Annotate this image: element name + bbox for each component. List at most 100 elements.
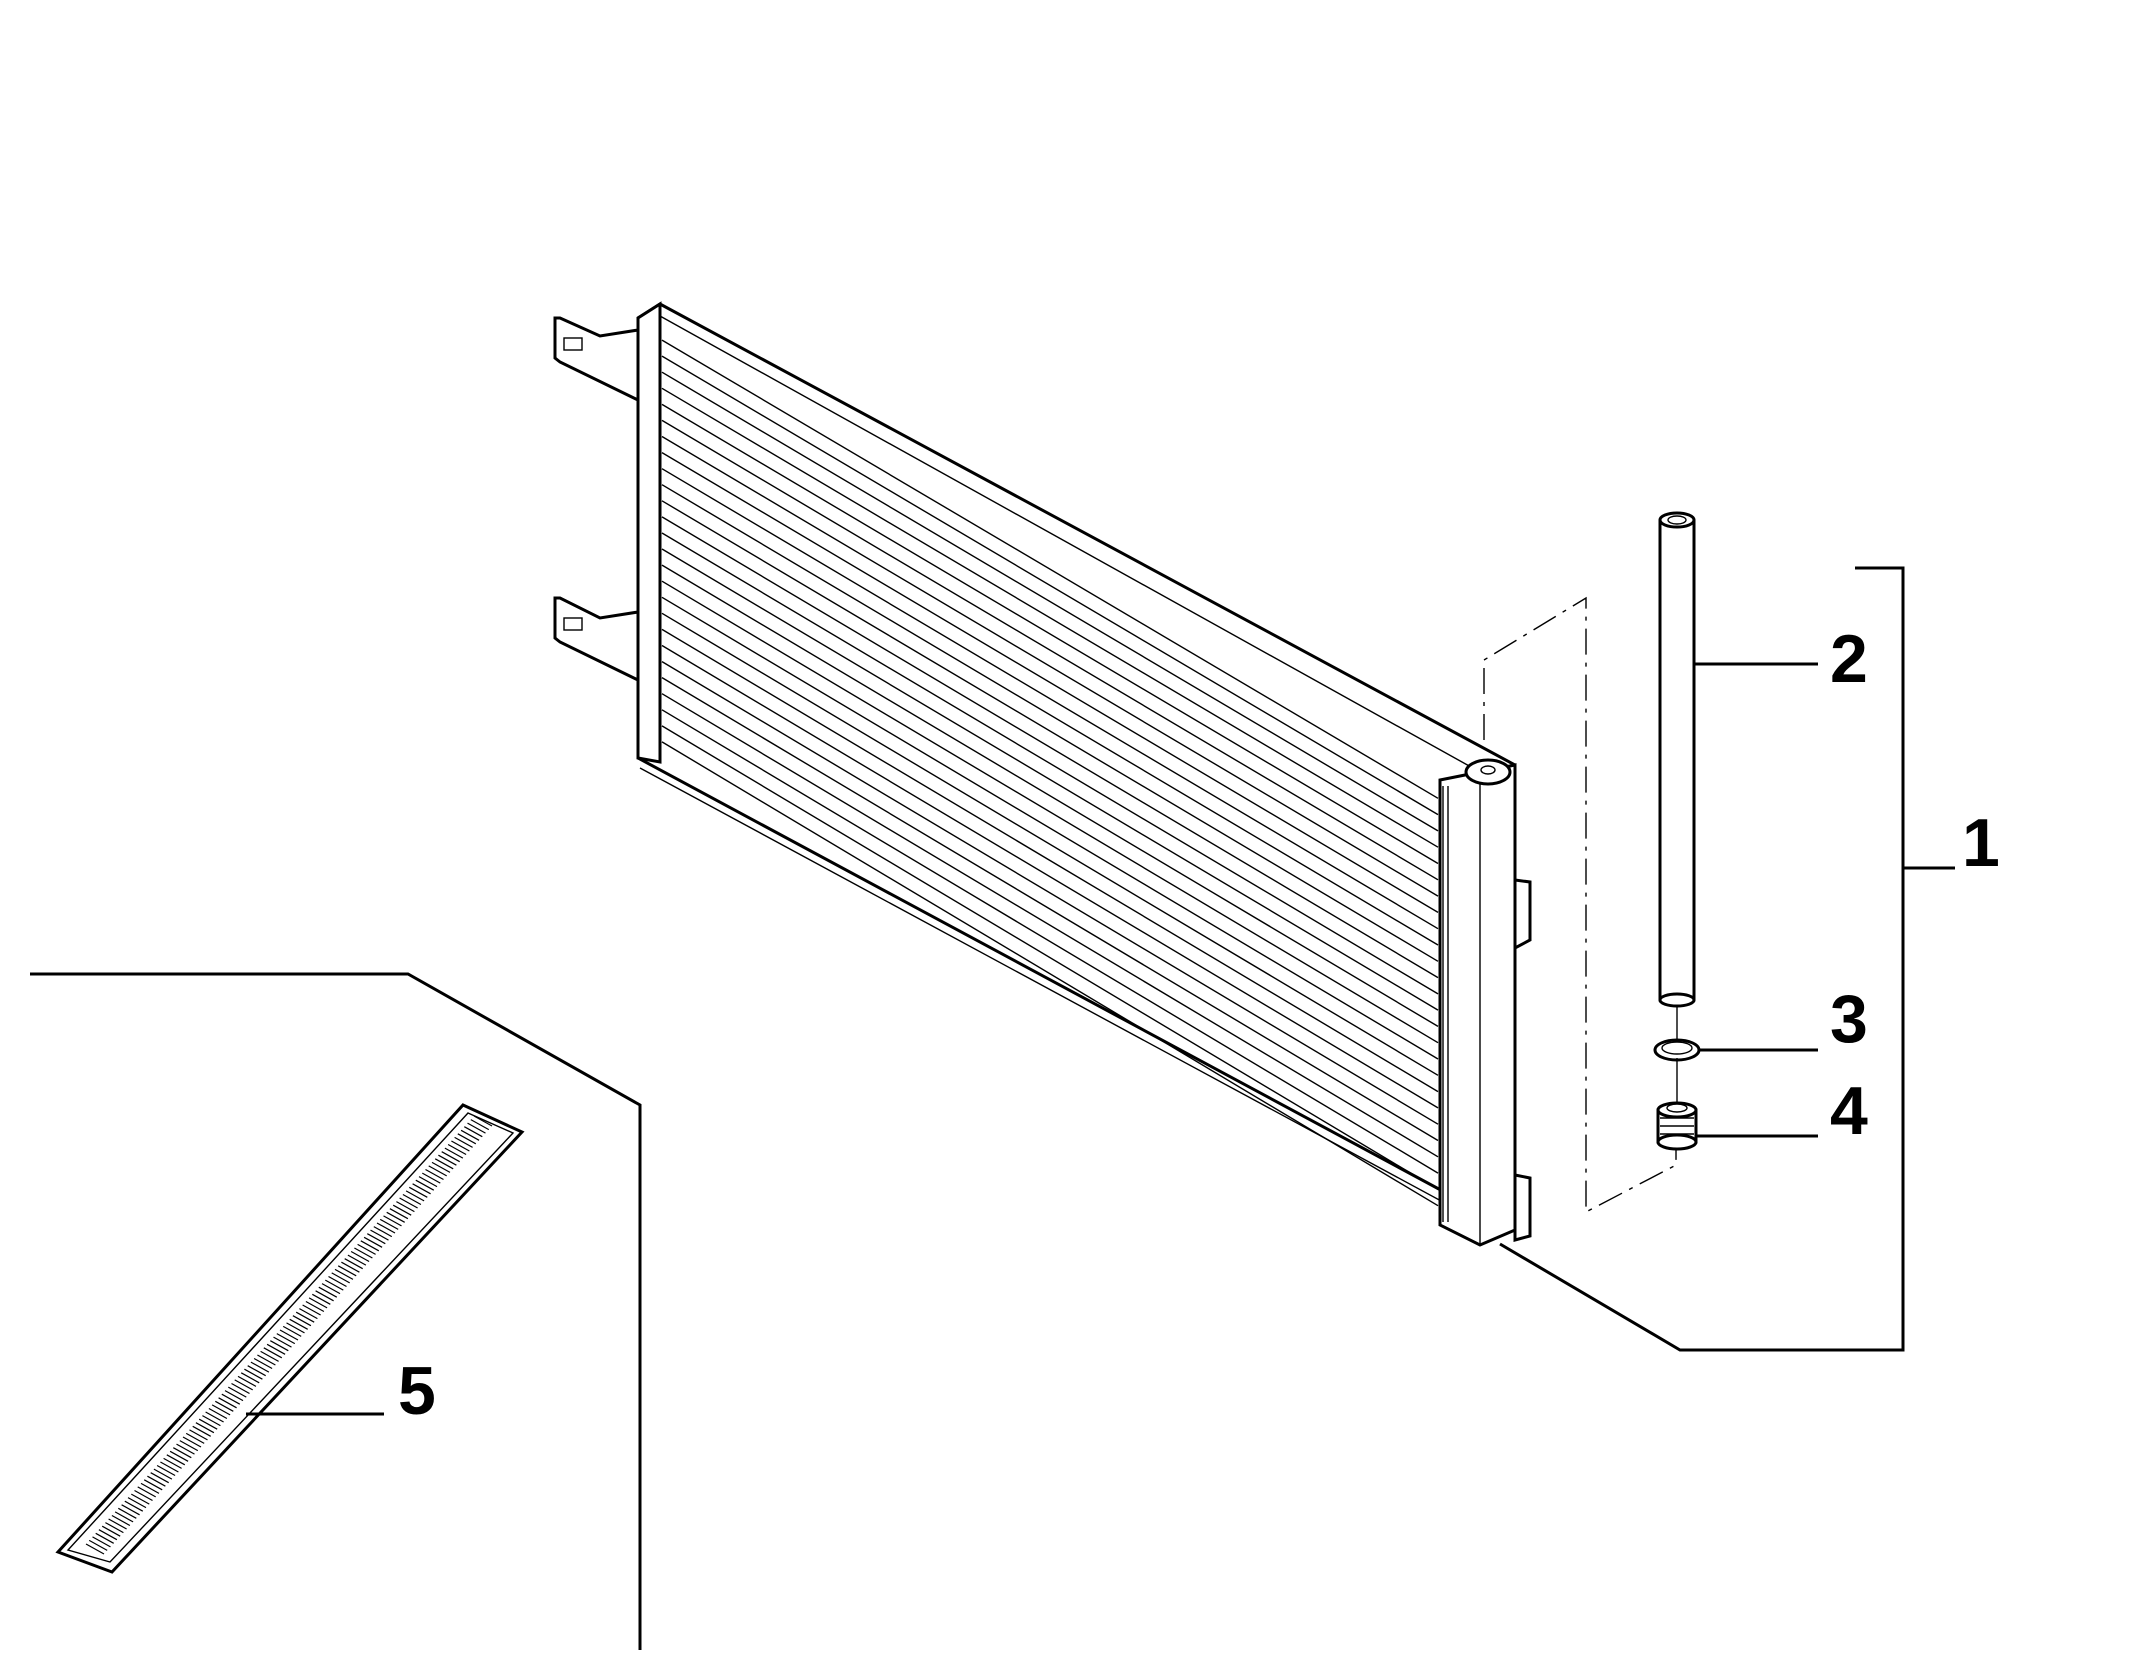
condenser[interactable]	[553, 301, 1532, 1247]
hatch-line	[221, 1393, 241, 1405]
hatch-line	[292, 1315, 312, 1327]
hatch-line	[111, 1514, 131, 1527]
hatch-line	[198, 1418, 218, 1430]
hatch-line	[347, 1254, 367, 1266]
fin-line	[661, 516, 1439, 979]
threaded-plug[interactable]	[1656, 1101, 1698, 1151]
upper-mounting-bracket	[553, 316, 640, 403]
hatch-line	[315, 1290, 334, 1302]
hatch-line	[240, 1372, 260, 1384]
hatch-line	[127, 1497, 147, 1509]
fin-line	[661, 419, 1439, 881]
hatch-line	[253, 1357, 273, 1370]
fin-line	[661, 387, 1439, 848]
seal-strip[interactable]	[55, 1103, 525, 1574]
fin-line	[661, 355, 1439, 816]
o-ring-seal[interactable]	[1653, 1038, 1701, 1102]
hatch-line	[318, 1286, 338, 1298]
hatch-line	[438, 1154, 457, 1166]
hatch-line	[396, 1201, 415, 1213]
hatch-line	[189, 1429, 208, 1441]
hatch-line	[185, 1432, 205, 1444]
hatch-line	[108, 1518, 127, 1530]
fin-line	[661, 596, 1439, 1060]
hatch-line	[415, 1179, 435, 1191]
fin-line	[661, 451, 1439, 914]
hatch-line	[101, 1525, 121, 1537]
hatch-line	[350, 1250, 370, 1263]
hatch-line	[179, 1440, 199, 1452]
fin-line	[661, 612, 1439, 1076]
hatch-line	[95, 1532, 114, 1544]
hatch-line	[118, 1507, 137, 1519]
hatch-line	[405, 1190, 425, 1202]
hatch-line	[273, 1336, 292, 1348]
hatch-line	[376, 1222, 396, 1234]
hatch-line	[337, 1265, 357, 1277]
hatch-line	[357, 1243, 376, 1255]
hatch-line	[266, 1343, 286, 1355]
hatch-line	[328, 1275, 347, 1288]
hatch-line	[305, 1300, 325, 1313]
fin-line	[661, 484, 1439, 946]
callout-5: 5	[398, 1353, 436, 1429]
hatch-line	[98, 1529, 118, 1541]
fin-line	[661, 500, 1439, 962]
hatch-line	[166, 1454, 186, 1466]
hatch-line	[379, 1218, 399, 1230]
fin-line	[661, 660, 1439, 1125]
hatch-line	[150, 1472, 169, 1484]
hatch-line	[124, 1500, 144, 1512]
callout-1: 1	[1962, 805, 2000, 881]
hatch-line	[467, 1122, 486, 1134]
hatch-line	[88, 1539, 108, 1551]
hatch-line	[140, 1482, 160, 1494]
hatch-line	[334, 1268, 354, 1280]
hatch-line	[431, 1161, 451, 1173]
hatch-line	[92, 1536, 111, 1548]
fin-line	[661, 339, 1439, 799]
receiver-drier-tube[interactable]	[1658, 511, 1696, 1046]
hatch-line	[425, 1168, 444, 1181]
callout-2: 2	[1830, 621, 1868, 697]
hatch-line	[276, 1333, 296, 1345]
fin-line	[661, 725, 1439, 1191]
fin-line	[661, 532, 1439, 995]
hatch-line	[409, 1186, 428, 1198]
hatch-line	[457, 1133, 477, 1145]
side-tank	[1438, 758, 1532, 1247]
condenser-fins	[661, 339, 1439, 1207]
hatch-line	[302, 1304, 321, 1316]
hatch-line	[134, 1489, 153, 1502]
hatch-line	[418, 1176, 438, 1188]
hatch-line	[341, 1261, 360, 1273]
hatch-line	[464, 1126, 483, 1138]
fin-line	[661, 548, 1439, 1011]
hatch-line	[444, 1147, 464, 1159]
hatch-line	[354, 1247, 373, 1259]
hatch-line	[399, 1197, 418, 1209]
hatch-line	[250, 1361, 270, 1373]
hatch-line	[153, 1468, 173, 1480]
hatch-line	[308, 1297, 328, 1309]
inset-frame	[30, 972, 642, 1650]
hatch-line	[131, 1493, 150, 1505]
fin-line	[661, 741, 1439, 1207]
hatch-line	[263, 1347, 283, 1359]
hatch-line	[202, 1415, 221, 1427]
hatch-line	[360, 1240, 380, 1252]
callout-4: 4	[1830, 1073, 1868, 1149]
hatch-line	[182, 1436, 202, 1448]
fin-line	[661, 403, 1439, 865]
hatch-line	[195, 1422, 215, 1434]
fin-line	[661, 371, 1439, 832]
hatch-line	[386, 1211, 405, 1223]
hatch-line	[169, 1450, 189, 1462]
hatch-line	[389, 1208, 409, 1220]
hatch-line	[257, 1354, 276, 1366]
hatch-line	[121, 1504, 140, 1516]
hatch-line	[286, 1322, 305, 1334]
hatch-line	[422, 1172, 441, 1184]
hatch-line	[205, 1411, 224, 1423]
